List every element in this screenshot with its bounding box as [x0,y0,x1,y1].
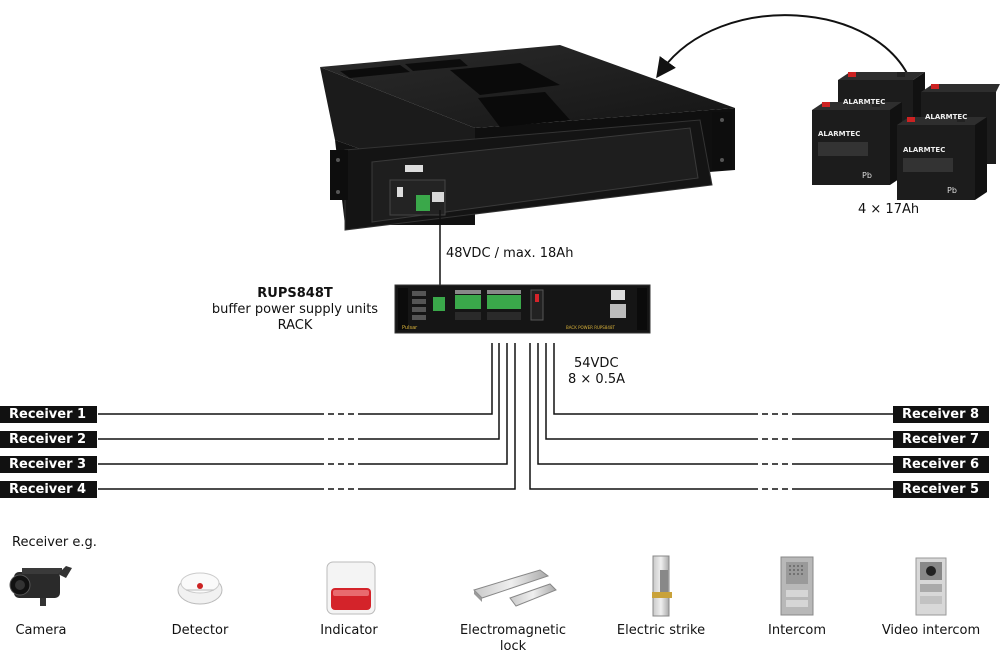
electric-strike-icon [652,555,672,617]
video-intercom-caption: Video intercom [881,623,981,638]
indicator-caption: Indicator [320,623,378,638]
receiver-tag-2: Receiver 2 [0,431,97,448]
svg-text:ALARMTEC: ALARMTEC [925,113,967,121]
battery-line-label: 48VDC / max. 18Ah [446,246,574,261]
output-current-label: 8 × 0.5A [568,372,625,387]
device-name: RUPS848T [257,286,333,301]
svg-text:BACK POWER RUPS848T: BACK POWER RUPS848T [566,325,615,330]
receiver-tag-3: Receiver 3 [0,456,97,473]
battery-arrow [656,14,913,85]
electric-strike-caption: Electric strike [616,623,706,638]
svg-text:ALARMTEC: ALARMTEC [843,98,885,106]
video-intercom-icon [915,557,947,616]
camera-caption: Camera [15,623,67,638]
intercom-icon [780,556,814,616]
dashed-segments [318,412,794,491]
intercom-caption: Intercom [768,623,826,638]
power-supply-unit: Pulsar BACK POWER RUPS848T [394,284,651,334]
device-form-factor: RACK [277,318,313,333]
examples-heading: Receiver e.g. [12,535,97,550]
detector-caption: Detector [171,623,229,638]
receiver-tag-6: Receiver 6 [893,456,989,473]
battery-cabinet [320,45,735,231]
camera-icon [9,566,72,606]
svg-text:Pulsar: Pulsar [402,325,418,331]
output-voltage-label: 54VDC [574,356,619,371]
svg-text:Pb: Pb [947,186,957,195]
svg-text:Pb: Pb [862,171,872,180]
electromagnetic-lock-icon [473,569,557,607]
receiver-tag-5: Receiver 5 [893,481,989,498]
svg-text:ALARMTEC: ALARMTEC [903,146,945,154]
receiver-tag-7: Receiver 7 [893,431,989,448]
detector-icon [177,572,223,605]
receiver-tag-4: Receiver 4 [0,481,97,498]
electromagnetic-lock-caption: Electromagnetic lock [459,623,567,654]
output-wires-left [98,343,516,490]
receiver-tag-8: Receiver 8 [893,406,989,423]
svg-text:ALARMTEC: ALARMTEC [818,130,860,138]
indicator-icon [326,561,376,615]
battery-capacity-label: 4 × 17Ah [858,202,920,217]
device-description: buffer power supply units [211,302,379,317]
battery-pack: ALARMTEC Pb ALARMTEC Pb ALARMTEC ALARMTE… [812,72,1000,200]
receiver-tag-1: Receiver 1 [0,406,97,423]
